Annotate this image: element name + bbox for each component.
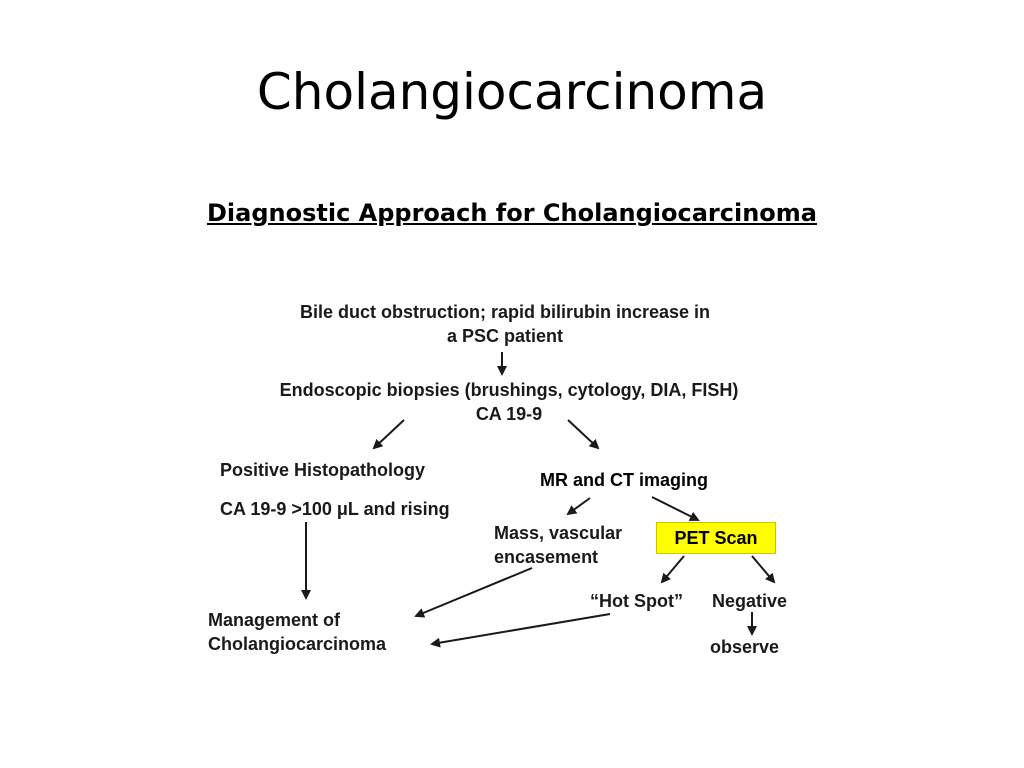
arrow-pet-to-hotspot: [660, 555, 685, 584]
mass-line-1: Mass, vascular: [494, 523, 623, 543]
node-positive-histopathology: Positive Histopathology: [220, 460, 426, 480]
node-observe: observe: [710, 637, 780, 657]
arrow-endoscopy-to-positive: [372, 419, 405, 450]
arrow-endoscopy-to-imaging: [567, 419, 600, 450]
node-ca199-rising: CA 19-9 >100 μL and rising: [220, 499, 450, 519]
node-hot-spot: “Hot Spot”: [590, 591, 683, 611]
arrow-mass-to-management: [414, 567, 533, 618]
slide-subtitle: Diagnostic Approach for Cholangiocarcino…: [207, 199, 817, 227]
slide-title: Cholangiocarcinoma: [256, 63, 768, 121]
node-management: Management of Cholangiocarcinoma: [208, 608, 386, 656]
endoscopic-line-2: CA 19-9: [475, 404, 543, 424]
arrow-pet-to-negative: [751, 555, 776, 584]
bile-line-2: a PSC patient: [446, 326, 564, 346]
endoscopic-line-1: Endoscopic biopsies (brushings, cytology…: [279, 380, 739, 400]
management-line-1: Management of: [208, 610, 341, 630]
node-pet-scan: PET Scan: [656, 522, 776, 554]
arrow-hotspot-to-management: [430, 613, 611, 648]
node-mr-ct-imaging: MR and CT imaging: [540, 470, 708, 490]
node-endoscopic-biopsies: Endoscopic biopsies (brushings, cytology…: [238, 378, 780, 426]
node-bile-duct-obstruction: Bile duct obstruction; rapid bilirubin i…: [260, 300, 750, 348]
node-mass-vascular-encasement: Mass, vascular encasement: [494, 521, 622, 569]
node-negative: Negative: [712, 591, 788, 611]
bile-line-1: Bile duct obstruction; rapid bilirubin i…: [299, 302, 711, 322]
arrow-imaging-to-pet: [651, 496, 700, 521]
management-line-2: Cholangiocarcinoma: [208, 634, 387, 654]
mass-line-2: encasement: [494, 547, 599, 567]
arrow-imaging-to-mass: [566, 497, 591, 516]
